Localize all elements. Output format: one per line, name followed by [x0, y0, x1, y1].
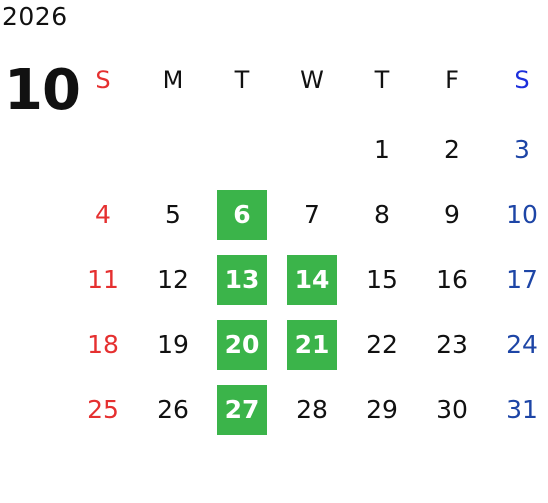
- day-cell[interactable]: 17: [506, 265, 538, 294]
- day-cell[interactable]: 23: [436, 330, 468, 359]
- day-cell[interactable]: 3: [514, 135, 530, 164]
- weekday-label: W: [300, 66, 324, 94]
- calendar-month: 10: [4, 58, 81, 123]
- day-cell[interactable]: 11: [87, 265, 119, 294]
- day-cell[interactable]: 29: [366, 395, 398, 424]
- weekday-label: T: [374, 66, 390, 94]
- highlighted-day-cell[interactable]: 20: [217, 320, 267, 370]
- calendar-year: 2026: [2, 2, 68, 31]
- day-cell[interactable]: 30: [436, 395, 468, 424]
- day-cell[interactable]: 15: [366, 265, 398, 294]
- day-cell[interactable]: 19: [157, 330, 189, 359]
- weekday-label: S: [514, 66, 530, 94]
- day-cell[interactable]: 9: [444, 200, 460, 229]
- highlighted-day-cell[interactable]: 27: [217, 385, 267, 435]
- day-cell[interactable]: 16: [436, 265, 468, 294]
- day-cell[interactable]: 4: [95, 200, 111, 229]
- day-cell[interactable]: 26: [157, 395, 189, 424]
- day-cell[interactable]: 24: [506, 330, 538, 359]
- day-cell[interactable]: 28: [296, 395, 328, 424]
- highlighted-day-cell[interactable]: 13: [217, 255, 267, 305]
- weekday-label: S: [95, 66, 111, 94]
- day-cell[interactable]: 2: [444, 135, 460, 164]
- weekday-label: M: [162, 66, 184, 94]
- weekday-label: F: [445, 66, 459, 94]
- day-cell[interactable]: 22: [366, 330, 398, 359]
- highlighted-day-cell[interactable]: 6: [217, 190, 267, 240]
- day-cell[interactable]: 10: [506, 200, 538, 229]
- day-cell[interactable]: 31: [506, 395, 538, 424]
- day-cell[interactable]: 8: [374, 200, 390, 229]
- day-cell[interactable]: 7: [304, 200, 320, 229]
- day-cell[interactable]: 25: [87, 395, 119, 424]
- day-cell[interactable]: 18: [87, 330, 119, 359]
- highlighted-day-cell[interactable]: 21: [287, 320, 337, 370]
- day-cell[interactable]: 12: [157, 265, 189, 294]
- day-cell[interactable]: 1: [374, 135, 390, 164]
- weekday-label: T: [234, 66, 250, 94]
- day-cell[interactable]: 5: [165, 200, 181, 229]
- highlighted-day-cell[interactable]: 14: [287, 255, 337, 305]
